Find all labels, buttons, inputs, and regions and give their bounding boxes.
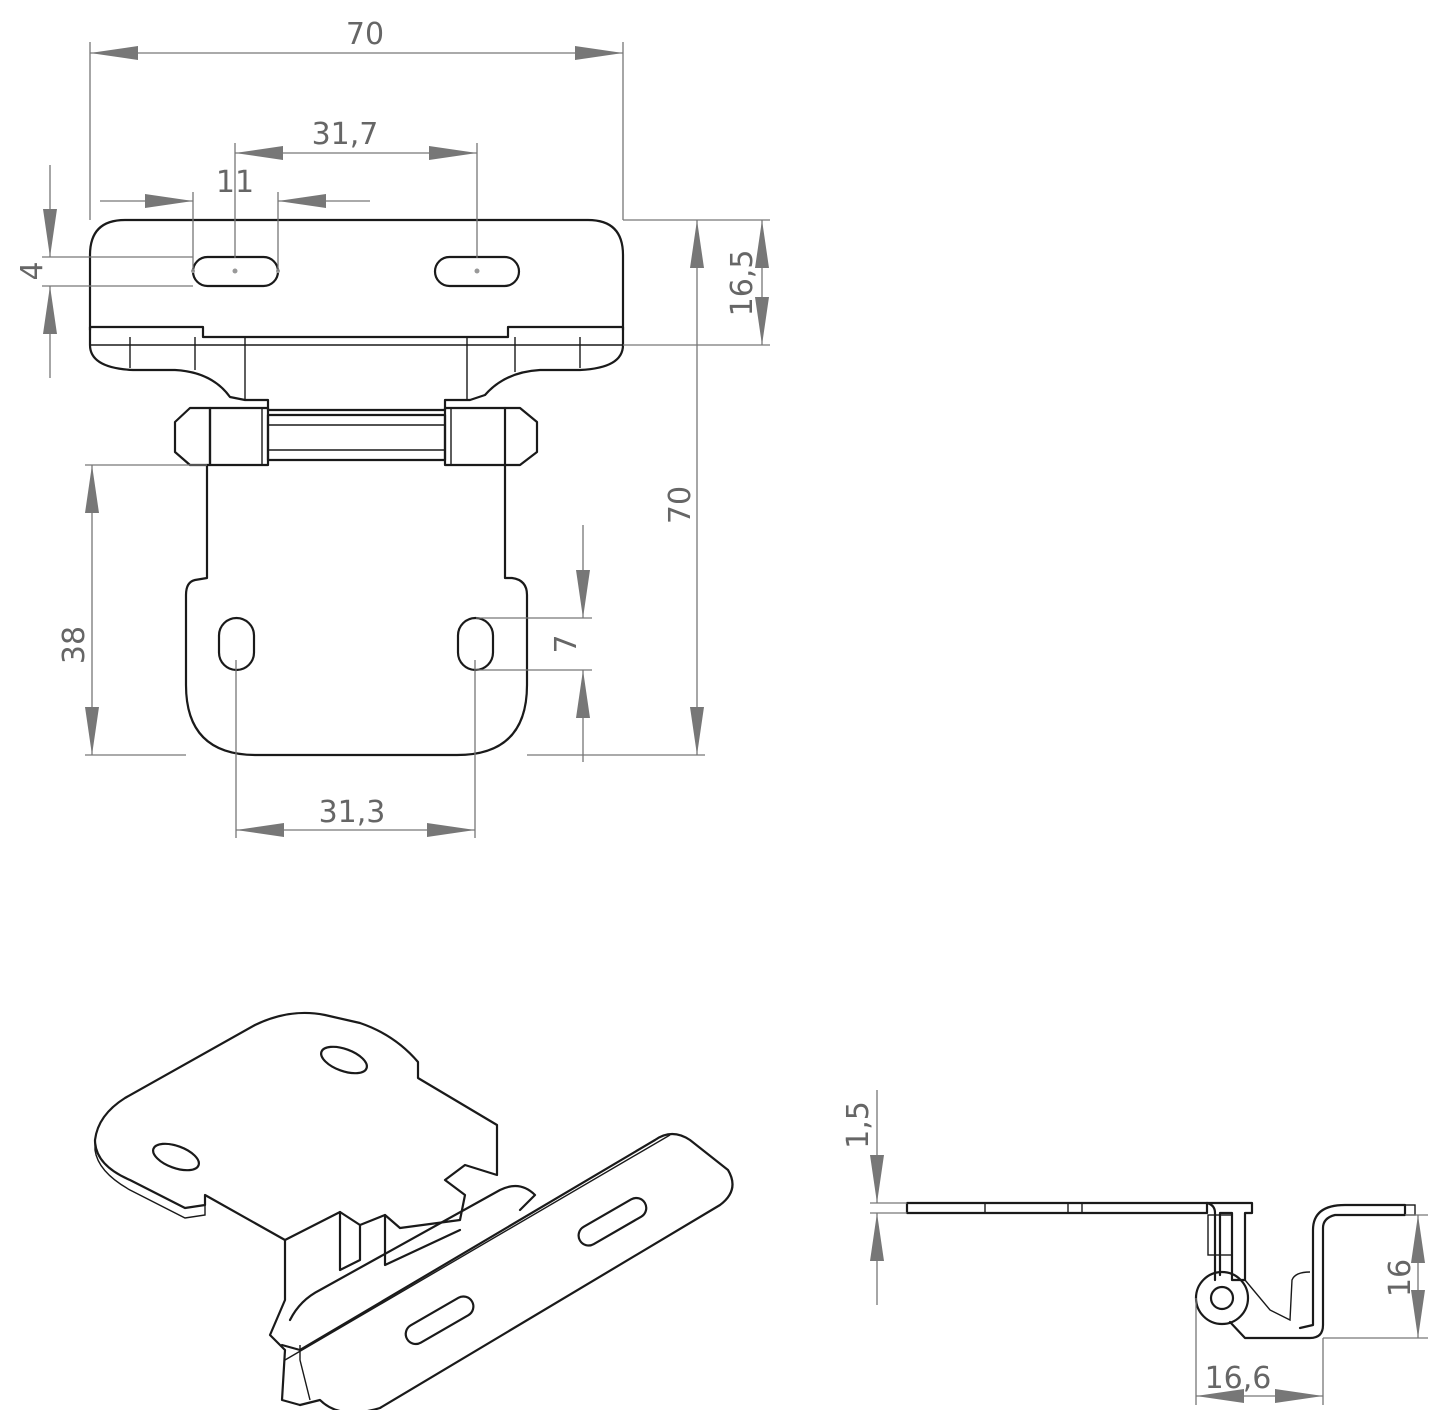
dim-overall-height: 70 [663, 486, 698, 524]
knuckle [173, 406, 539, 467]
top-leaf [88, 218, 625, 412]
dimensions-top-view: 70 31,7 11 4 16,5 70 38 [15, 17, 770, 838]
dimensions-side-view: 1,5 16 16,6 [841, 1090, 1428, 1405]
dim-slot-width: 4 [15, 261, 50, 280]
dim-bottom-leaf-height: 38 [57, 626, 92, 664]
dim-offset-width: 16,6 [1205, 1361, 1272, 1396]
dim-overall-width: 70 [346, 17, 384, 52]
top-view: 70 31,7 11 4 16,5 70 38 [15, 17, 770, 838]
dim-thickness: 1,5 [841, 1101, 876, 1149]
dim-bottom-slot-length: 7 [549, 634, 584, 653]
dim-slot-spacing-bottom: 31,3 [319, 795, 386, 830]
dim-slot-length: 11 [216, 165, 254, 200]
dim-offset-height: 16 [1383, 1259, 1418, 1297]
dim-top-leaf-depth: 16,5 [725, 250, 760, 317]
dim-slot-spacing-top: 31,7 [312, 117, 379, 152]
side-view: 1,5 16 16,6 [841, 1090, 1428, 1405]
isometric-view [93, 1011, 734, 1410]
bottom-leaf [184, 463, 529, 757]
